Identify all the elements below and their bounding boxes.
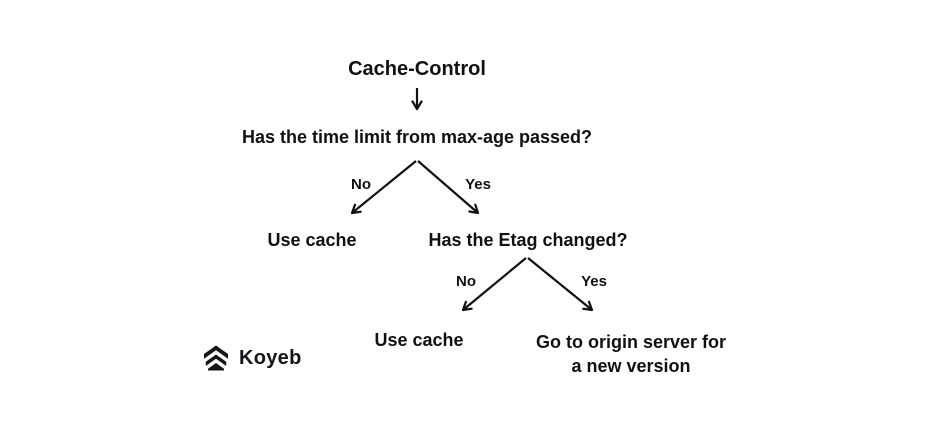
edge-label-no-2: No — [456, 273, 476, 290]
edge-label-no-1: No — [351, 176, 371, 193]
koyeb-logo: Koyeb — [202, 344, 302, 372]
node-title: Cache-Control — [348, 58, 486, 80]
node-use-cache-2: Use cache — [374, 330, 464, 350]
node-question-etag: Has the Etag changed? — [428, 230, 628, 250]
edge-label-yes-2: Yes — [581, 273, 607, 290]
arrow-branch2-yes-icon — [527, 257, 594, 312]
arrow-branch1-no-icon — [350, 160, 417, 215]
node-use-cache-1: Use cache — [267, 230, 357, 250]
node-go-to-origin: Go to origin server for a new version — [536, 330, 726, 378]
node-question-max-age: Has the time limit from max-age passed? — [241, 127, 593, 147]
node-go-to-origin-line1: Go to origin server for — [535, 332, 727, 352]
node-go-to-origin-line2: a new version — [571, 356, 691, 376]
edge-label-yes-1: Yes — [465, 176, 491, 193]
koyeb-logo-text: Koyeb — [239, 346, 302, 369]
arrow-branch2-no-icon — [461, 257, 527, 312]
koyeb-chevrons-icon — [204, 345, 228, 371]
arrow-branch1-yes-icon — [417, 160, 480, 215]
